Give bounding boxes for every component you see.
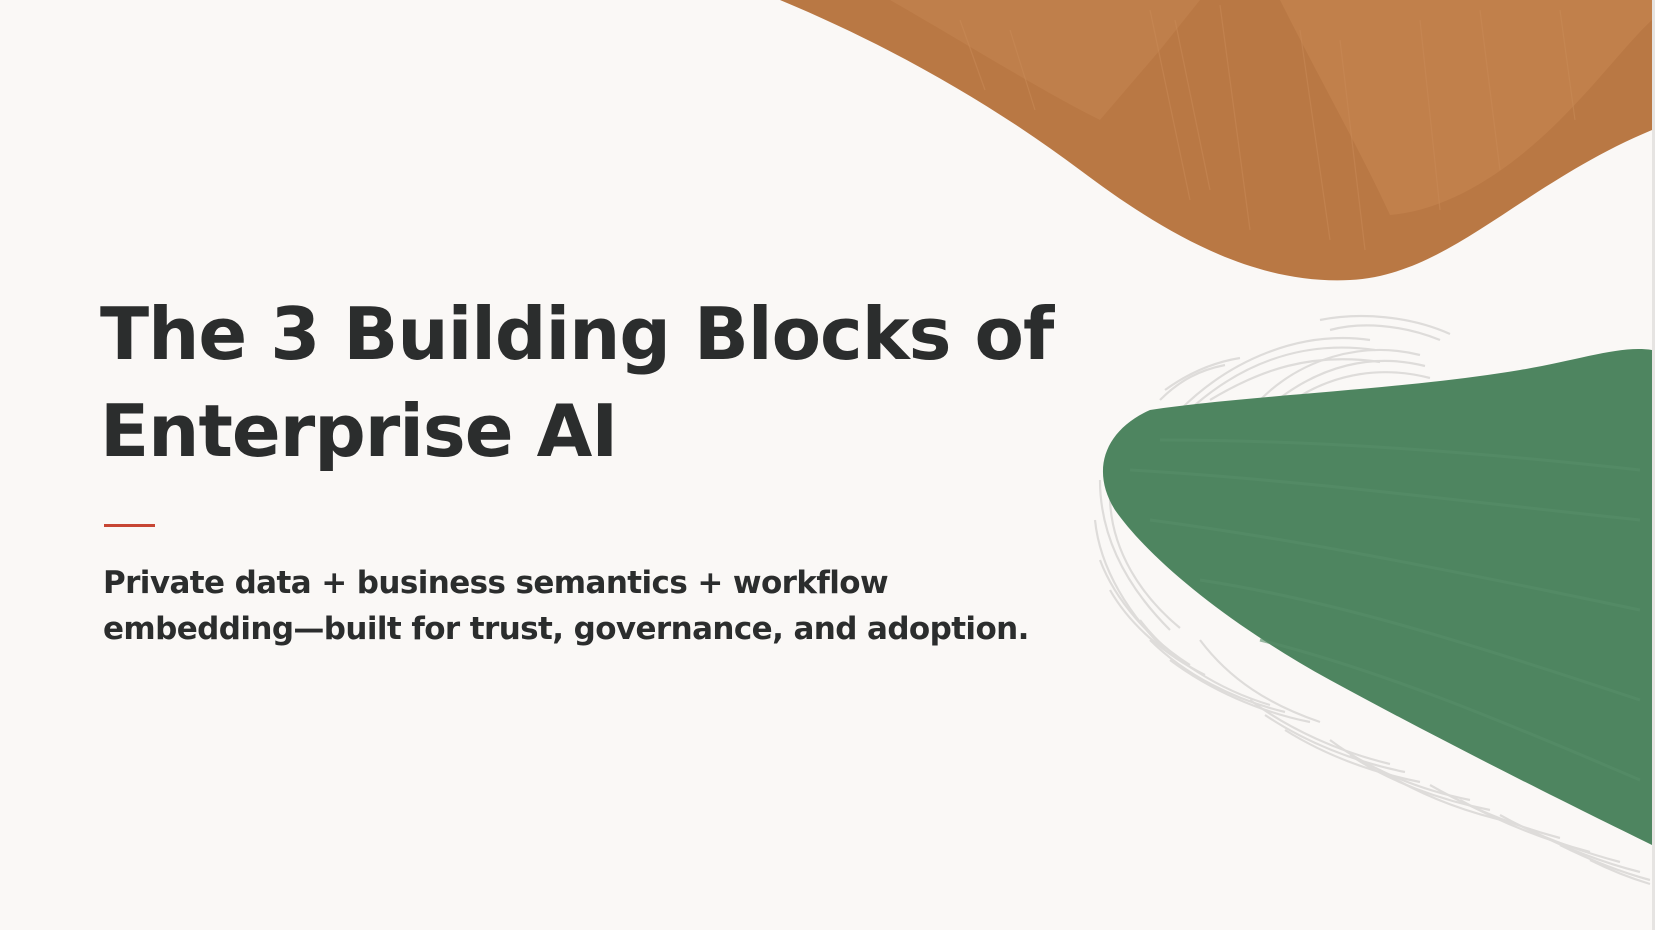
green-wave-shape [1102, 349, 1652, 845]
slide-title: The 3 Building Blocks of Enterprise AI [100, 286, 1100, 480]
orange-wave-shape [780, 0, 1652, 281]
title-line-2: Enterprise AI [100, 389, 618, 473]
title-line-1: The 3 Building Blocks of [100, 292, 1054, 376]
accent-divider [104, 524, 155, 527]
subtitle-line-1: Private data + business semantics + work… [103, 565, 889, 601]
subtitle-line-2: embedding—built for trust, governance, a… [103, 611, 1029, 647]
right-edge-border [1652, 0, 1655, 930]
slide-subtitle: Private data + business semantics + work… [103, 560, 1153, 652]
line-texture-pattern [1093, 314, 1651, 886]
